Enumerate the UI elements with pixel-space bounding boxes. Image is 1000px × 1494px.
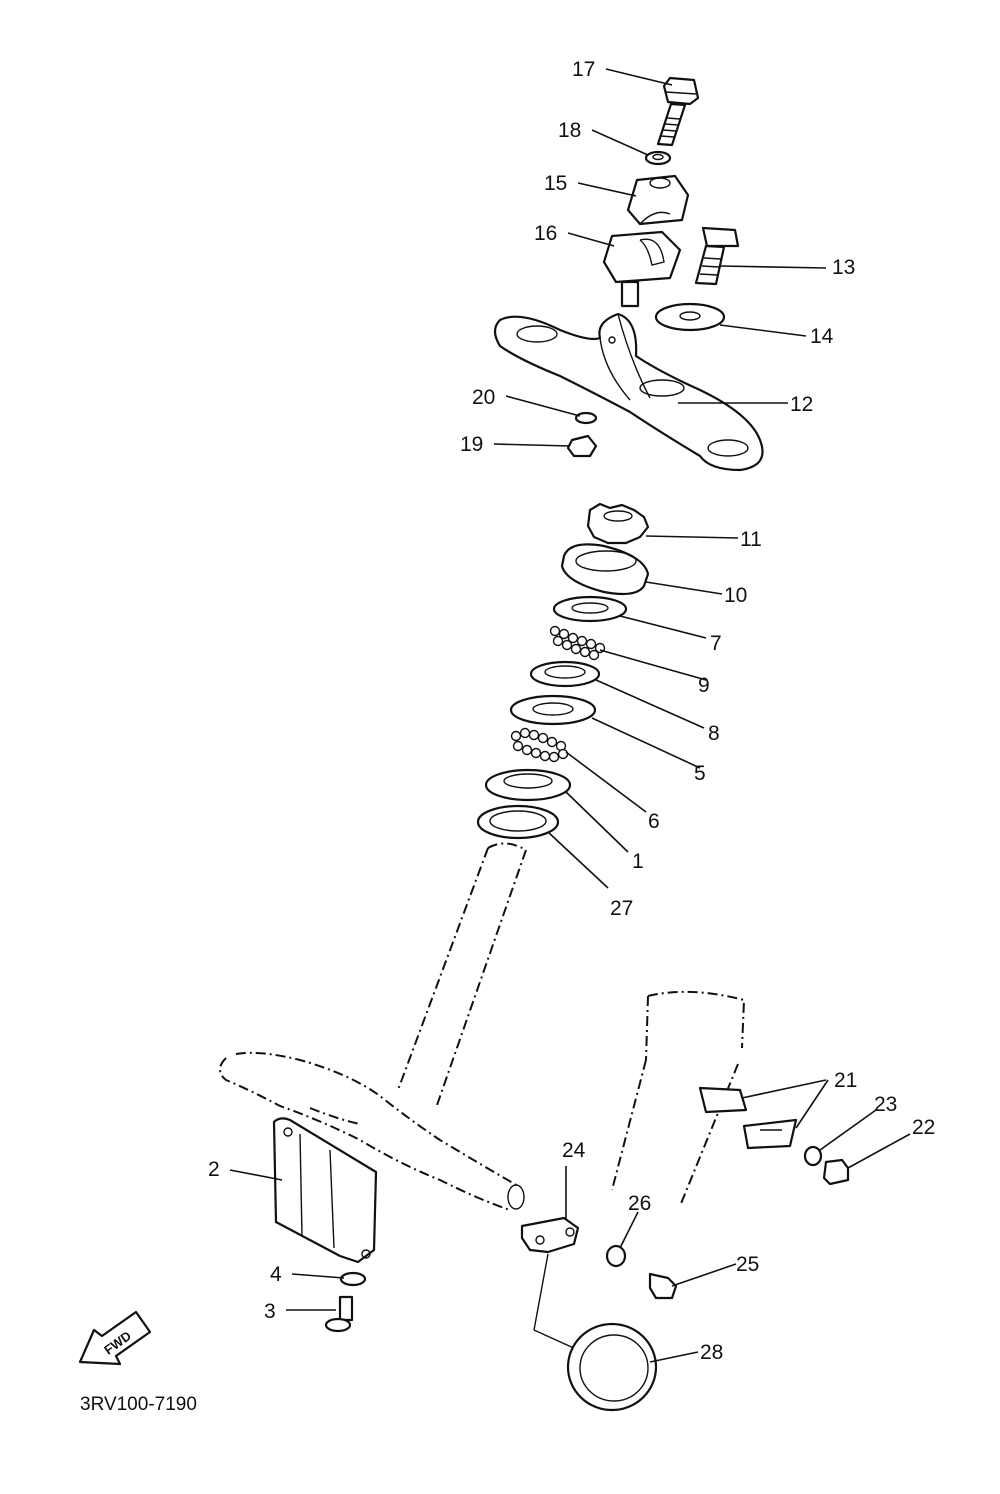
part-25-screw bbox=[648, 1272, 678, 1300]
part-14-damper-washer bbox=[654, 302, 726, 332]
label-part-16: 16 bbox=[534, 222, 557, 245]
label-part-1: 1 bbox=[632, 850, 644, 873]
label-part-7: 7 bbox=[710, 632, 722, 655]
part-9-steel-balls bbox=[549, 625, 606, 661]
label-part-18: 18 bbox=[558, 119, 581, 142]
part-5-bearing-race bbox=[509, 694, 597, 726]
part-12-upper-bracket bbox=[493, 312, 764, 472]
label-part-27: 27 bbox=[610, 897, 633, 920]
part-21-cable-guide bbox=[698, 1086, 798, 1150]
part-19-nut bbox=[566, 434, 598, 458]
part-26-washer bbox=[605, 1244, 627, 1268]
label-part-3: 3 bbox=[264, 1300, 276, 1323]
label-part-8: 8 bbox=[708, 722, 720, 745]
label-part-19: 19 bbox=[460, 433, 483, 456]
label-part-14: 14 bbox=[810, 325, 834, 348]
part-22-screw bbox=[822, 1158, 850, 1186]
part-7-bearing-race bbox=[552, 595, 628, 623]
label-part-4: 4 bbox=[270, 1263, 282, 1286]
part-18-lock-washer bbox=[644, 150, 672, 166]
label-part-5: 5 bbox=[694, 762, 706, 785]
part-20-washer bbox=[574, 411, 598, 425]
label-part-2: 2 bbox=[208, 1158, 220, 1181]
part-2-guard bbox=[272, 1117, 378, 1264]
forward-direction-arrow: FWD bbox=[78, 1310, 152, 1366]
part-17-bolt bbox=[656, 76, 700, 147]
label-part-17: 17 bbox=[572, 58, 595, 81]
leader-lines bbox=[229, 68, 911, 1363]
label-part-26: 26 bbox=[628, 1192, 651, 1215]
part-11-ring-nut bbox=[586, 502, 650, 545]
part-15-upper-handlebar-holder bbox=[626, 174, 690, 226]
part-number-labels: 17 18 15 16 13 14 12 20 19 11 10 7 9 8 5… bbox=[208, 58, 935, 1364]
label-part-24: 24 bbox=[562, 1139, 586, 1162]
label-part-28: 28 bbox=[700, 1341, 723, 1364]
part-1-ball-race bbox=[484, 768, 572, 802]
part-16-lower-handlebar-holder bbox=[602, 230, 682, 308]
part-13-bolt bbox=[694, 226, 740, 286]
part-3-bolt bbox=[324, 1295, 354, 1333]
part-23-washer bbox=[803, 1145, 823, 1167]
fork-tube-phantom bbox=[611, 990, 746, 1207]
label-part-22: 22 bbox=[912, 1116, 935, 1139]
label-part-13: 13 bbox=[832, 256, 855, 279]
part-10-cover bbox=[560, 543, 650, 596]
part-27-seal bbox=[476, 804, 560, 840]
label-part-20: 20 bbox=[472, 386, 495, 409]
part-6-steel-balls bbox=[510, 727, 569, 763]
label-part-12: 12 bbox=[790, 393, 813, 416]
part-24-reflector-bracket bbox=[520, 1216, 580, 1254]
drawing-code: 3RV100-7190 bbox=[80, 1394, 197, 1415]
label-part-6: 6 bbox=[648, 810, 660, 833]
label-part-21: 21 bbox=[834, 1069, 857, 1092]
part-8-bearing-race bbox=[529, 660, 601, 688]
label-part-10: 10 bbox=[724, 584, 747, 607]
label-part-15: 15 bbox=[544, 172, 567, 195]
label-part-25: 25 bbox=[736, 1253, 759, 1276]
part-28-reflector bbox=[533, 1253, 658, 1412]
label-part-9: 9 bbox=[698, 674, 710, 697]
steering-stem-phantom bbox=[219, 842, 527, 1211]
part-4-washer bbox=[339, 1271, 367, 1287]
label-part-11: 11 bbox=[740, 528, 762, 551]
label-part-23: 23 bbox=[874, 1093, 897, 1116]
